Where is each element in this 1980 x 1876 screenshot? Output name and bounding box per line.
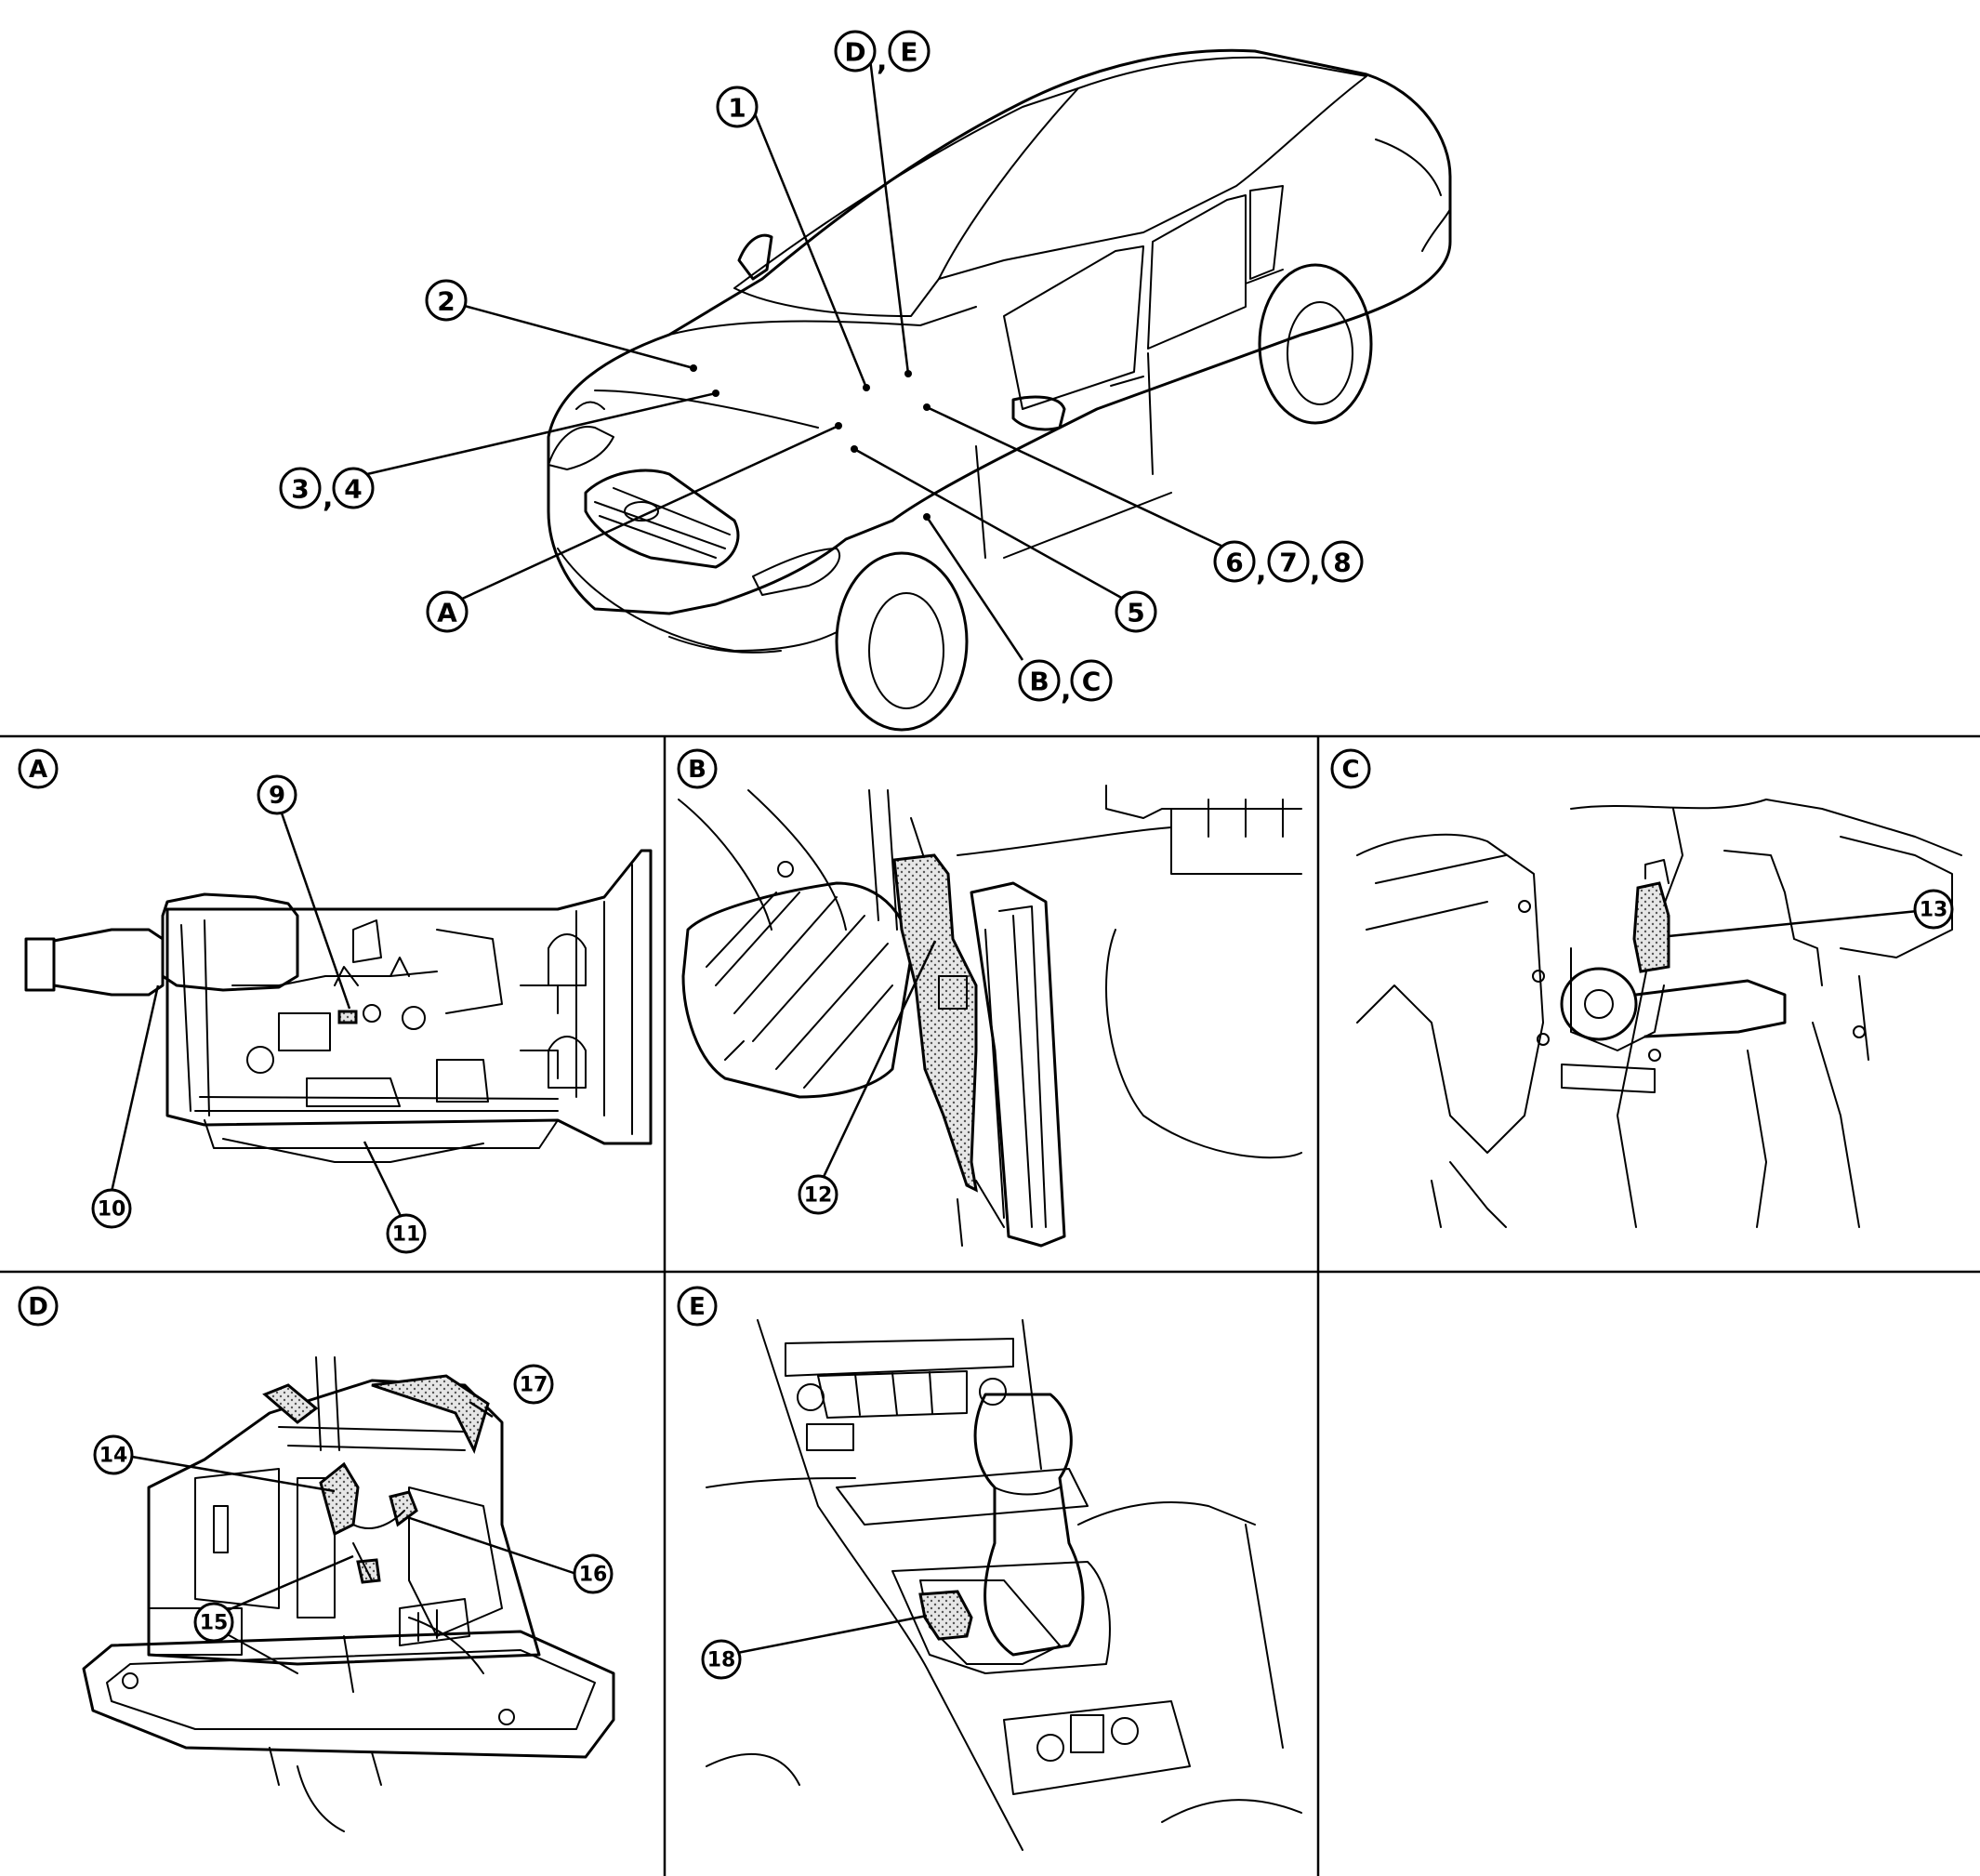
pedal-illustration — [678, 785, 1302, 1248]
panel-grid — [0, 734, 1980, 1876]
brake-bracket-illustration — [1356, 799, 1962, 1228]
panel-D: D — [18, 1286, 615, 1832]
svg-text:D: D — [844, 37, 865, 68]
callout-C: C — [1070, 659, 1113, 702]
svg-text:B: B — [1029, 667, 1049, 697]
overview-leaders — [366, 50, 1228, 661]
callout-4: 4 — [332, 467, 375, 509]
panel-A: A — [18, 748, 653, 1254]
svg-text:B: B — [688, 756, 706, 784]
panel-A-letter: A — [18, 748, 59, 789]
panel-C-letter: C — [1330, 748, 1371, 789]
svg-text:18: 18 — [707, 1649, 736, 1672]
separator-6-7: , — [1256, 555, 1266, 588]
svg-text:15: 15 — [200, 1612, 229, 1635]
svg-text:2: 2 — [437, 286, 455, 317]
callout-1: 1 — [716, 86, 759, 128]
callout-A: A — [426, 590, 469, 633]
callout-16: 16 — [573, 1553, 614, 1594]
svg-text:4: 4 — [344, 474, 362, 505]
callout-D: D — [834, 30, 877, 73]
svg-text:3: 3 — [291, 474, 309, 505]
separator-7-8: , — [1310, 555, 1320, 588]
panel-B-letter: B — [677, 748, 718, 789]
callout-14: 14 — [93, 1434, 134, 1475]
svg-text:9: 9 — [269, 782, 285, 810]
svg-text:14: 14 — [99, 1445, 128, 1468]
callout-11: 11 — [386, 1213, 427, 1254]
panel-B: B 12 — [677, 748, 1302, 1248]
transmission-illustration — [24, 849, 653, 1163]
svg-text:13: 13 — [1920, 899, 1948, 922]
callout-18: 18 — [701, 1639, 742, 1680]
callout-17: 17 — [513, 1364, 554, 1405]
panel-E: E — [677, 1286, 1302, 1851]
callout-2: 2 — [425, 279, 468, 322]
svg-text:7: 7 — [1279, 548, 1297, 578]
console-illustration — [706, 1319, 1302, 1851]
callout-10: 10 — [91, 1188, 132, 1229]
svg-text:16: 16 — [579, 1564, 608, 1587]
svg-text:A: A — [29, 756, 47, 784]
svg-text:D: D — [28, 1293, 48, 1321]
callout-E: E — [888, 30, 931, 73]
svg-text:C: C — [1341, 756, 1359, 784]
shifter-assembly-illustration — [82, 1356, 615, 1832]
svg-text:17: 17 — [520, 1374, 548, 1397]
svg-text:1: 1 — [728, 93, 746, 124]
callout-9: 9 — [257, 774, 297, 815]
svg-text:E: E — [689, 1293, 706, 1321]
svg-text:12: 12 — [804, 1184, 833, 1208]
callout-3: 3 — [279, 467, 322, 509]
callout-5: 5 — [1115, 590, 1157, 633]
callout-B: B — [1018, 659, 1061, 702]
callout-12: 12 — [798, 1174, 838, 1215]
panel-D-letter: D — [18, 1286, 59, 1327]
svg-text:5: 5 — [1127, 598, 1144, 628]
callout-8: 8 — [1321, 540, 1364, 583]
svg-text:E: E — [900, 37, 917, 68]
svg-text:C: C — [1082, 667, 1102, 697]
callout-6: 6 — [1213, 540, 1256, 583]
panel-E-letter: E — [677, 1286, 718, 1327]
svg-text:8: 8 — [1333, 548, 1351, 578]
svg-text:10: 10 — [98, 1198, 126, 1222]
callout-7: 7 — [1267, 540, 1310, 583]
callout-13: 13 — [1913, 889, 1954, 930]
svg-text:A: A — [437, 598, 457, 628]
separator-B-C: , — [1061, 674, 1071, 707]
svg-text:6: 6 — [1225, 548, 1243, 578]
car-illustration — [547, 48, 1452, 732]
overview-callouts: 1 2 3 , 4 5 6 , 7 , 8 — [279, 30, 1364, 707]
separator-3-4: , — [323, 482, 333, 514]
svg-text:11: 11 — [392, 1223, 421, 1247]
panel-C: C 13 — [1330, 748, 1962, 1228]
callout-15: 15 — [193, 1602, 234, 1643]
separator-D-E: , — [877, 45, 887, 77]
